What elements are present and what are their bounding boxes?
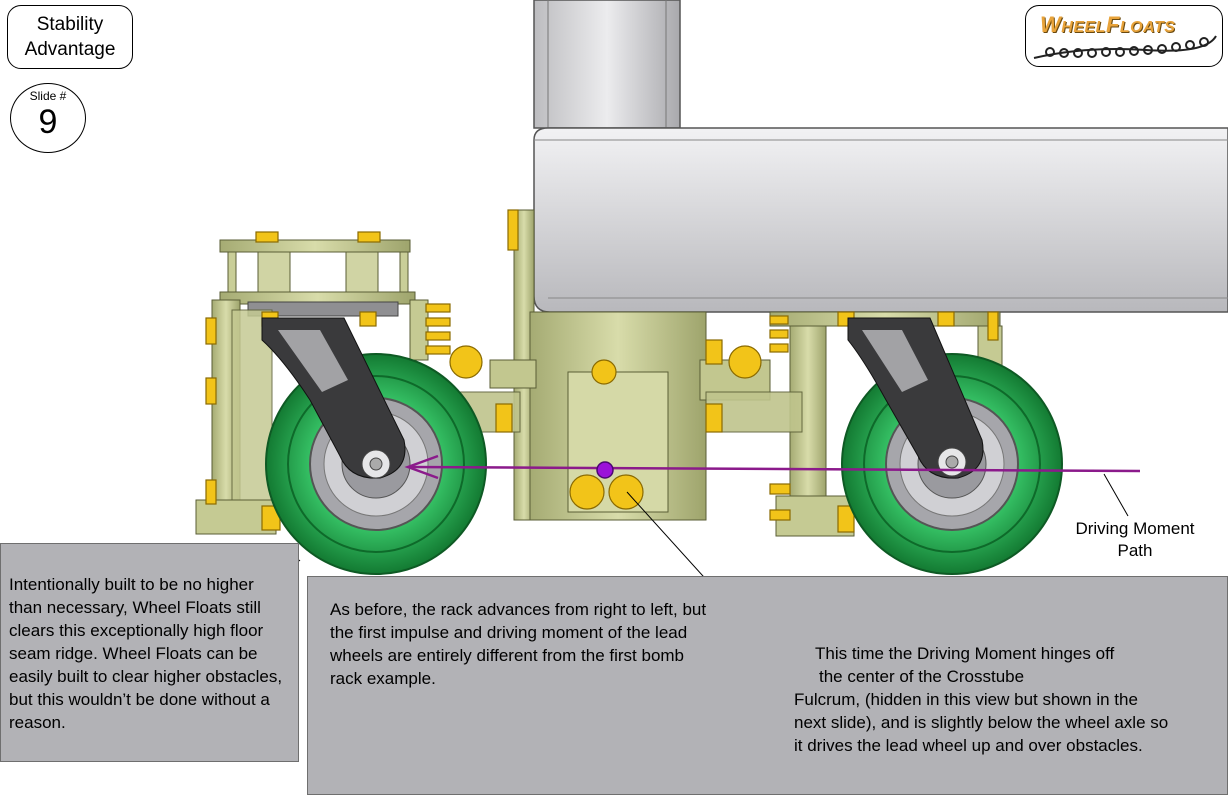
gold-bolts <box>205 209 999 533</box>
explanation-paragraph-2-rest: Fulcrum, (hidden in this view but shown … <box>794 690 1169 755</box>
logo-wordmark: WHEELFLOATS <box>1040 12 1176 37</box>
left-caster-frame <box>195 239 429 535</box>
driving-moment-path-label: Driving Moment Path <box>1075 519 1195 560</box>
slide-number-value: 9 <box>38 103 58 141</box>
slide-number-badge: Slide # 9 <box>10 83 86 153</box>
vertical-post <box>533 0 681 129</box>
center-crosstube-bracket <box>419 209 803 521</box>
slide-title-line2: Advantage <box>24 39 116 60</box>
right-caster-fork <box>847 317 984 479</box>
wheel-row-icon <box>1033 35 1217 59</box>
rack-crossbeam <box>533 127 1228 313</box>
explanation-paragraph-2-line-1: This time the Driving Moment hinges off <box>815 644 1115 663</box>
explanation-paragraph-1: As before, the rack advances from right … <box>330 600 707 688</box>
clearance-note-text: Intentionally built to be no higher than… <box>9 575 283 732</box>
driving-moment-path-arrow <box>404 454 1141 480</box>
left-caster-fork <box>261 317 406 479</box>
slide-title-box: Stability Advantage <box>7 5 133 69</box>
explanation-paragraph-2-line-2: the center of the Crosstube <box>819 667 1025 686</box>
slide-title-line1: Stability <box>36 14 104 35</box>
slide-number-label: Slide # <box>29 89 67 103</box>
clearance-note-box: Intentionally built to be no higher than… <box>0 543 299 762</box>
wheel-floats-logo: WHEELFLOATS <box>1025 5 1223 67</box>
explanation-note-box: As before, the rack advances from right … <box>307 576 1228 795</box>
